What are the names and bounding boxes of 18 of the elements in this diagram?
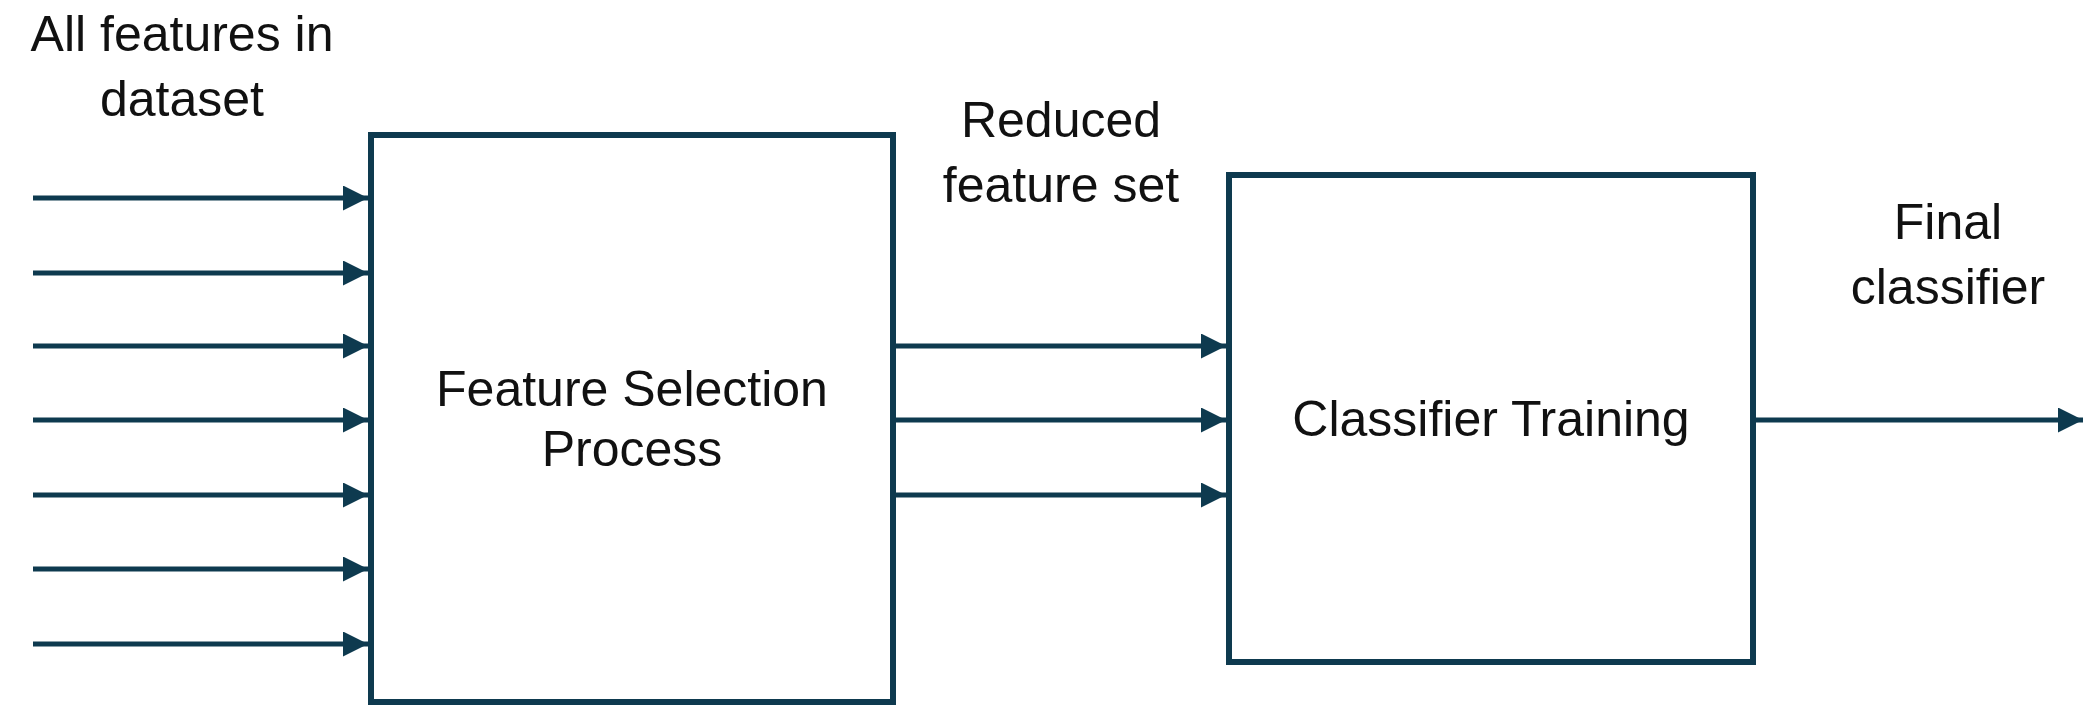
process-box — [368, 132, 896, 705]
arrow — [33, 185, 368, 211]
arrow — [33, 260, 368, 286]
arrow — [33, 407, 368, 433]
box-label: Classifier Training — [1292, 389, 1690, 449]
arrow — [896, 407, 1226, 433]
arrow — [33, 556, 368, 582]
arrow — [33, 631, 368, 657]
arrow — [896, 482, 1226, 508]
box-label: Feature Selection Process — [435, 359, 829, 479]
process-box — [1226, 172, 1756, 665]
flow-label: All features in dataset — [29, 5, 335, 129]
flow-label: Final classifier — [1849, 193, 2047, 317]
arrow — [896, 333, 1226, 359]
flow-label: Reduced feature set — [941, 91, 1181, 215]
arrow — [33, 482, 368, 508]
arrow — [1756, 407, 2083, 433]
arrow — [33, 333, 368, 359]
